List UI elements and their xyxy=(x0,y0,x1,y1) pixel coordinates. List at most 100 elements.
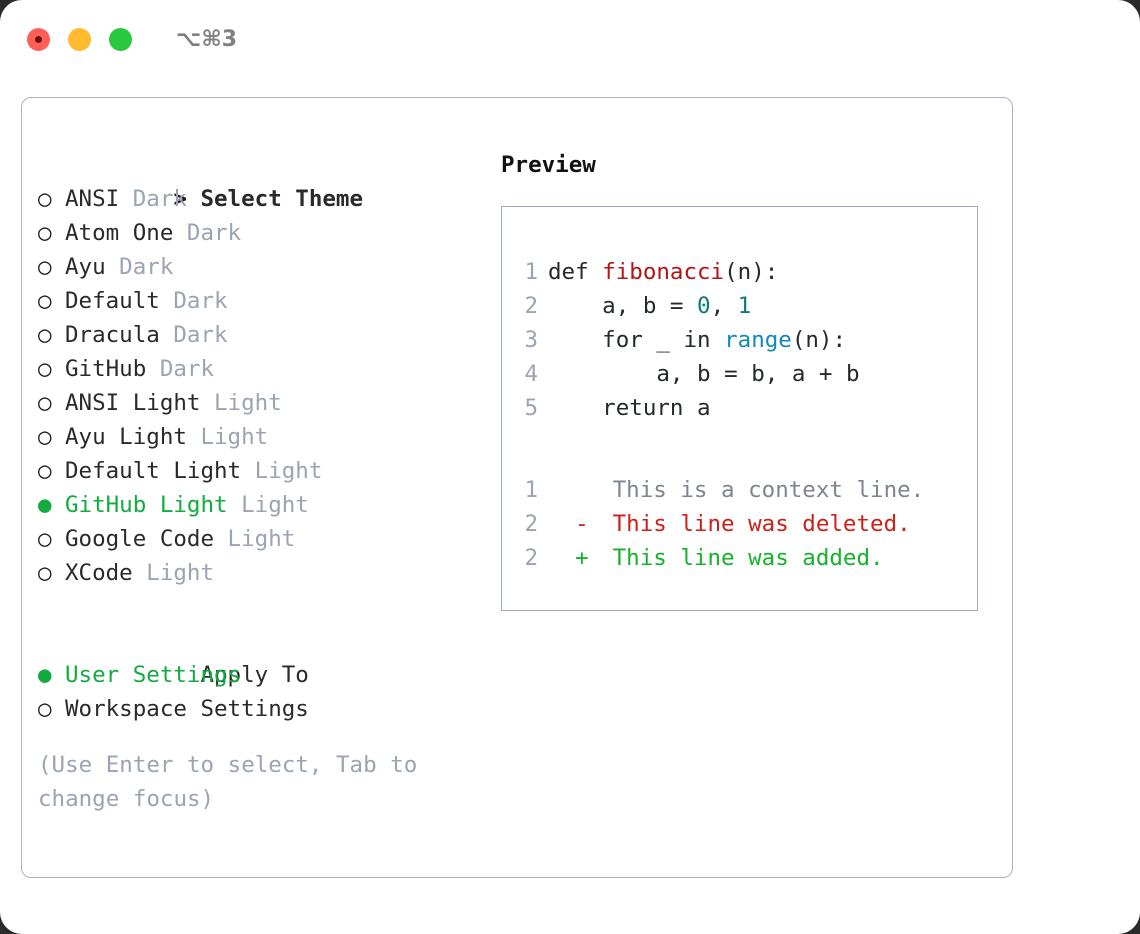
header-prefix: > xyxy=(173,186,201,212)
theme-item-label: Default xyxy=(65,288,160,314)
theme-item-dracula[interactable]: ○ Dracula Dark xyxy=(38,318,488,352)
theme-list: ○ ANSI Dark○ Atom One Dark○ Ayu Dark○ De… xyxy=(38,182,488,590)
code-line: 1 def fibonacci(n): xyxy=(502,255,977,289)
apply-to-header: Apply To xyxy=(38,624,488,688)
radio-unselected-icon: ○ xyxy=(38,254,66,280)
diff-line-text: This line was deleted. xyxy=(612,511,911,537)
theme-item-github[interactable]: ○ GitHub Dark xyxy=(38,352,488,386)
code-token: for _ in xyxy=(548,327,725,353)
preview-box: 1 def fibonacci(n): 2 a, b = 0, 1 3 for _ i… xyxy=(501,206,978,611)
code-token: , xyxy=(710,293,738,319)
radio-unselected-icon: ○ xyxy=(38,424,66,450)
theme-item-label: Atom One xyxy=(65,220,174,246)
traffic-lights xyxy=(27,27,132,51)
theme-item-variant: Dark xyxy=(159,288,228,314)
code-token: fibonacci xyxy=(602,259,725,285)
radio-unselected-icon: ○ xyxy=(38,458,66,484)
theme-item-github-light[interactable]: ● GitHub Light Light xyxy=(38,488,488,522)
apply-to-item-label: Workspace Settings xyxy=(65,696,309,722)
code-token: a, b = xyxy=(548,293,698,319)
main-panel: > Select Theme ○ ANSI Dark○ Atom One Dar… xyxy=(21,97,1013,878)
diff-line-text: This is a context line. xyxy=(612,477,925,503)
code-token: (n): xyxy=(724,259,779,285)
line-number: 5 xyxy=(524,395,538,421)
theme-item-default-light[interactable]: ○ Default Light Light xyxy=(38,454,488,488)
keyboard-hint: (Use Enter to select, Tab to change focu… xyxy=(38,752,431,812)
diff-line-number: 1 xyxy=(524,477,538,503)
header-label: Select Theme xyxy=(200,186,364,212)
theme-item-variant: Dark xyxy=(173,220,242,246)
theme-item-variant: Light xyxy=(241,458,323,484)
diff-line-number: 2 xyxy=(524,545,538,571)
theme-selector-column: > Select Theme ○ ANSI Dark○ Atom One Dar… xyxy=(38,148,488,816)
theme-item-label: GitHub xyxy=(65,356,147,382)
apply-to-label: Apply To xyxy=(200,662,309,688)
theme-item-google-code[interactable]: ○ Google Code Light xyxy=(38,522,488,556)
theme-item-label: ANSI Light xyxy=(65,390,201,416)
preview-title: Preview xyxy=(501,152,596,178)
theme-item-variant: Light xyxy=(214,526,296,552)
diff-sample: 1 This is a context line.2 - This line w… xyxy=(502,473,977,575)
diff-marker: - xyxy=(575,511,589,537)
code-line: 3 for _ in range(n): xyxy=(502,323,977,357)
line-number: 1 xyxy=(524,259,538,285)
code-line: 4 a, b = b, a + b xyxy=(502,357,977,391)
theme-item-ayu-light[interactable]: ○ Ayu Light Light xyxy=(38,420,488,454)
apply-to-item-label: User Settings xyxy=(65,662,242,688)
radio-unselected-icon: ○ xyxy=(38,560,66,586)
minimize-button[interactable] xyxy=(68,27,91,51)
radio-unselected-icon: ○ xyxy=(38,356,66,382)
diff-line-add: 2 + This line was added. xyxy=(502,541,977,575)
apply-to-item-user-settings[interactable]: ● User Settings xyxy=(38,658,488,692)
close-button[interactable] xyxy=(27,27,50,51)
diff-line-del: 2 - This line was deleted. xyxy=(502,507,977,541)
theme-item-label: XCode xyxy=(65,560,133,586)
theme-item-variant: Dark xyxy=(119,186,187,212)
maximize-button[interactable] xyxy=(109,27,132,51)
theme-item-atom-one[interactable]: ○ Atom One Dark xyxy=(38,216,488,250)
theme-item-variant: Dark xyxy=(159,322,228,348)
theme-item-ansi[interactable]: ○ ANSI Dark xyxy=(38,182,488,216)
apply-to-item-workspace-settings[interactable]: ○ Workspace Settings xyxy=(38,692,488,726)
diff-line-number: 2 xyxy=(524,511,538,537)
radio-unselected-icon: ○ xyxy=(38,526,66,552)
code-sample: 1 def fibonacci(n): 2 a, b = 0, 1 3 for _ i… xyxy=(502,255,977,425)
theme-item-default[interactable]: ○ Default Dark xyxy=(38,284,488,318)
list-spacer xyxy=(38,590,488,624)
line-number: 2 xyxy=(524,293,538,319)
code-token: def xyxy=(548,259,603,285)
theme-item-label: Ayu Light xyxy=(65,424,187,450)
diff-line-text: This line was added. xyxy=(612,545,884,571)
theme-item-label: Ayu xyxy=(65,254,106,280)
theme-item-ansi-light[interactable]: ○ ANSI Light Light xyxy=(38,386,488,420)
radio-selected-icon: ● xyxy=(38,492,66,518)
radio-selected-icon: ● xyxy=(38,662,66,688)
apply-to-list: ● User Settings○ Workspace Settings xyxy=(38,658,488,726)
radio-unselected-icon: ○ xyxy=(38,220,66,246)
code-token: a, b = b, a + b xyxy=(548,361,860,387)
preview-column: Preview 1 def fibonacci(n): 2 a, b = 0, 1 3… xyxy=(501,148,991,611)
radio-unselected-icon: ○ xyxy=(38,322,66,348)
theme-item-variant: Light xyxy=(186,424,269,450)
diff-line-ctx: 1 This is a context line. xyxy=(502,473,977,507)
theme-item-label: ANSI xyxy=(65,186,120,212)
title-bar: ⌥⌘3 xyxy=(0,0,1140,78)
theme-item-variant: Light xyxy=(227,492,309,518)
code-token: 0 xyxy=(697,293,711,319)
theme-item-label: Dracula xyxy=(65,322,160,348)
radio-unselected-icon: ○ xyxy=(38,288,66,314)
radio-unselected-icon: ○ xyxy=(38,696,66,722)
theme-item-xcode[interactable]: ○ XCode Light xyxy=(38,556,488,590)
theme-item-variant: Dark xyxy=(146,356,215,382)
theme-item-variant: Light xyxy=(200,390,282,416)
keyboard-shortcut-label: ⌥⌘3 xyxy=(176,26,238,52)
code-token: return a xyxy=(548,395,711,421)
radio-unselected-icon: ○ xyxy=(38,186,66,212)
select-theme-header: > Select Theme xyxy=(38,148,488,212)
theme-item-ayu[interactable]: ○ Ayu Dark xyxy=(38,250,488,284)
theme-item-variant: Dark xyxy=(105,254,174,280)
code-token: range xyxy=(724,327,792,353)
code-diff-gap xyxy=(502,425,977,473)
line-number: 3 xyxy=(524,327,538,353)
